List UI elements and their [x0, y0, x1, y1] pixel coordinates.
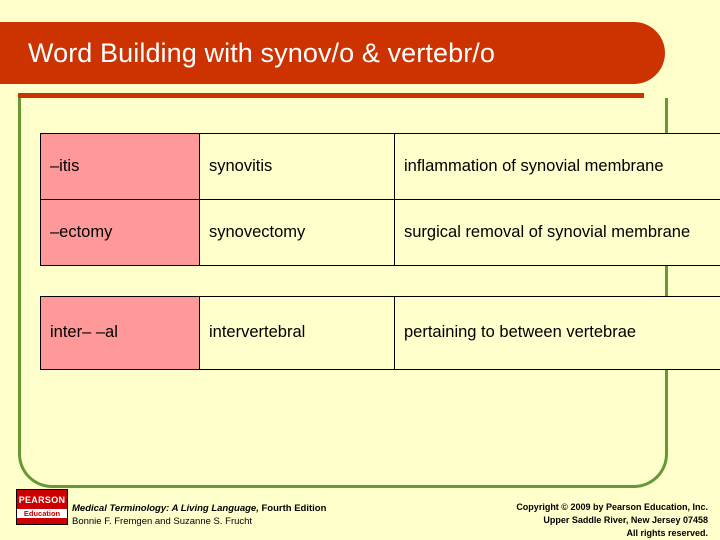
copyright-notice: Copyright © 2009 by Pearson Education, I…	[448, 501, 708, 539]
spacer-cell	[200, 266, 395, 297]
pearson-logo: PEARSON Education	[16, 489, 68, 525]
table-row: –itis synovitis inflammation of synovial…	[40, 133, 720, 200]
spacer-cell	[41, 266, 200, 297]
book-edition: Fourth Edition	[258, 503, 327, 514]
cell-term: synovitis	[199, 133, 395, 200]
copyright-line-2: Upper Saddle River, New Jersey 07458	[543, 514, 708, 525]
table-row-spacer	[41, 266, 720, 297]
cell-suffix: –ectomy	[40, 199, 200, 266]
copyright-line-1: Copyright © 2009 by Pearson Education, I…	[516, 502, 708, 512]
title-banner: Word Building with synov/o & vertebr/o	[0, 22, 665, 84]
title-underline-rule	[18, 93, 644, 98]
book-credit: Medical Terminology: A Living Language, …	[72, 503, 402, 529]
cell-suffix: inter– –al	[40, 296, 200, 370]
cell-definition: pertaining to between vertebrae	[394, 296, 720, 370]
cell-definition: surgical removal of synovial membrane	[394, 199, 720, 266]
pearson-brand-text: PEARSON	[18, 494, 66, 505]
table-row: –ectomy synovectomy surgical removal of …	[40, 199, 720, 266]
table-row: inter– –al intervertebral pertaining to …	[40, 296, 720, 370]
cell-definition: inflammation of synovial membrane	[394, 133, 720, 200]
pearson-division-text: Education	[17, 508, 67, 519]
cell-suffix: –itis	[40, 133, 200, 200]
cell-term: synovectomy	[199, 199, 395, 266]
book-authors: Bonnie F. Fremgen and Suzanne S. Frucht	[72, 515, 253, 527]
word-building-table: –itis synovitis inflammation of synovial…	[40, 133, 720, 370]
copyright-line-3: All rights reserved.	[626, 527, 708, 538]
spacer-cell	[395, 266, 720, 297]
page-title: Word Building with synov/o & vertebr/o	[28, 37, 496, 68]
cell-term: intervertebral	[199, 296, 395, 370]
book-title: Medical Terminology: A Living Language,	[72, 503, 259, 514]
